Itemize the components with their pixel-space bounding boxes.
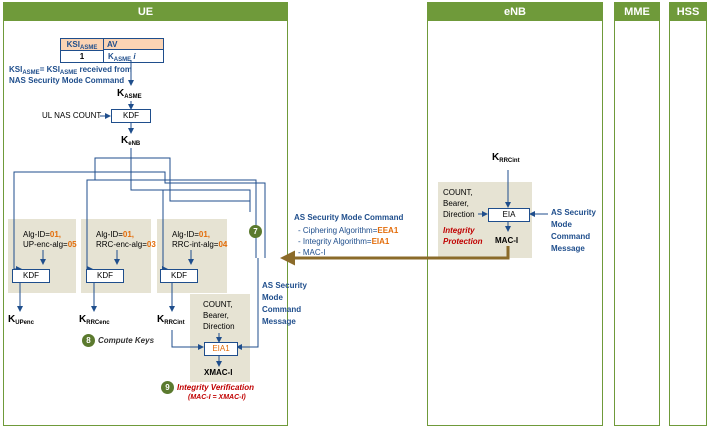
hss-lane: HSS — [669, 2, 707, 426]
ksi-note-line1: KSIASME= KSIASME received from — [9, 65, 132, 76]
enb-lane-header: eNB — [428, 3, 602, 21]
enb-msg-label-4: Message — [551, 244, 585, 253]
enb-krrcint-label: KRRCint — [492, 152, 520, 165]
step-9-badge: 9 — [161, 381, 174, 394]
xmac-i-label: XMAC-I — [204, 368, 233, 377]
enb-integrity-label-1: Integrity — [443, 226, 475, 235]
enb-msg-label-3: Command — [551, 232, 591, 241]
enb-direction-label: Direction — [443, 210, 475, 219]
step-9-sublabel: (MAC-I = XMAC-I) — [188, 394, 246, 401]
ksi-note-line2: NAS Security Mode Command — [9, 76, 125, 85]
kenb-label: KeNB — [121, 135, 141, 148]
smc-ciphering: - Ciphering Algorithm=EEA1 — [298, 226, 399, 235]
step-8-badge: 8 — [82, 334, 95, 347]
smc-title: AS Security Mode Command — [294, 213, 404, 222]
step-8-label: Compute Keys — [98, 336, 155, 345]
alg-block-rrcint-alg: RRC-int-alg=04 — [172, 240, 228, 249]
alg-block-rrcint-id: Alg-ID=01, — [172, 230, 211, 239]
enb-msg-label-1: AS Security — [551, 208, 596, 217]
step-7-badge: 7 — [249, 225, 262, 238]
smc-integrity: - Integrity Algorithm=EIA1 — [298, 237, 390, 246]
alg-block-upenc-id: Alg-ID=01, — [23, 230, 62, 239]
av-header: AV — [104, 39, 163, 50]
ue-lane-header: UE — [4, 3, 287, 21]
ue-count-label: COUNT, — [203, 300, 233, 309]
ue-eia1-box: EIA1 — [204, 342, 238, 356]
enb-integrity-label-2: Protection — [443, 237, 483, 246]
smc-mac: - MAC-I — [298, 248, 326, 257]
kdf-box-kenb: KDF — [111, 109, 151, 123]
ksi-value: 1 — [61, 51, 104, 62]
enb-mac-i-label: MAC-I — [495, 236, 519, 245]
step-9-label: Integrity Verification — [177, 383, 255, 392]
hss-lane-header: HSS — [670, 3, 706, 21]
mme-lane-header: MME — [615, 3, 659, 21]
kdf-box-rrcint: KDF — [160, 269, 198, 283]
kdf-box-rrcenc: KDF — [86, 269, 124, 283]
av-value-index: i — [133, 52, 136, 61]
enb-bearer-label: Bearer, — [443, 199, 469, 208]
av-value: K — [108, 52, 114, 61]
ksi-av-table: KSIASME AV 1 KASME i — [60, 38, 164, 63]
alg-block-rrcenc-id: Alg-ID=01, — [96, 230, 135, 239]
mme-lane: MME — [614, 2, 660, 426]
krrcenc-label: KRRCenc — [79, 314, 110, 327]
enb-eia-box: EIA — [488, 208, 530, 222]
ue-bearer-label: Bearer, — [203, 311, 229, 320]
alg-block-upenc-alg: UP-enc-alg=05 — [23, 240, 77, 249]
ue-lane: UE — [3, 2, 288, 426]
av-value-sub: ASME — [113, 57, 132, 63]
ksi-header-sub: ASME — [80, 45, 98, 51]
enb-msg-label-2: Mode — [551, 220, 572, 229]
ue-msg-label-1: AS Security — [262, 281, 307, 290]
kupenc-label: KUPenc — [8, 314, 34, 327]
kdf-box-upenc: KDF — [12, 269, 50, 283]
ue-msg-label-2: Mode — [262, 293, 283, 302]
ue-msg-label-3: Command — [262, 305, 302, 314]
ue-msg-label-4: Message — [262, 317, 296, 326]
enb-count-label: COUNT, — [443, 188, 473, 197]
ue-direction-label: Direction — [203, 322, 235, 331]
alg-block-rrcenc-alg: RRC-enc-alg=03 — [96, 240, 156, 249]
krrcint-label: KRRCint — [157, 314, 185, 327]
kasme-label: KASME — [117, 88, 142, 101]
ksi-header: KSI — [66, 40, 80, 49]
ul-nas-count-label: UL NAS COUNT — [42, 111, 102, 120]
